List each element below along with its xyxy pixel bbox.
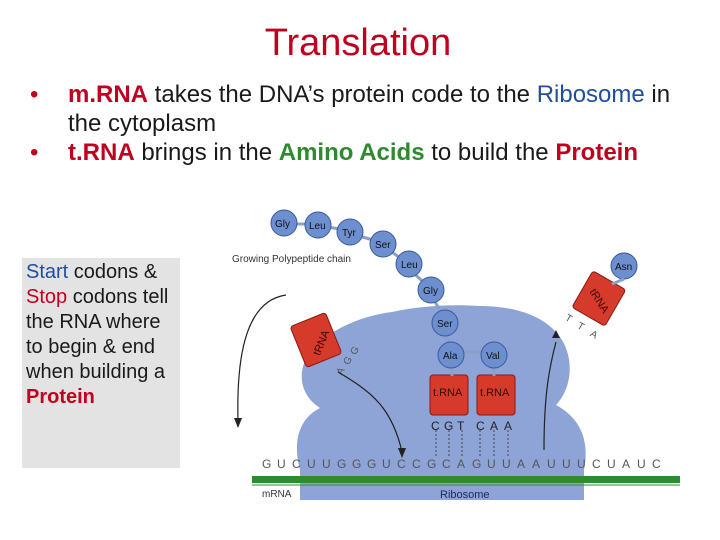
mrna-base: U [322,457,331,471]
mrna-base: G [367,457,376,471]
mrna-label: mRNA [262,489,292,500]
anticodon-base: C [476,419,485,433]
mrna-strand [252,476,680,483]
stop-word: Stop [26,286,68,308]
mrna-base: G [427,457,436,471]
amino-acid-label: Asn [615,262,632,273]
bullet-mrna: • m.RNA takes the DNA’s protein code to … [28,80,708,138]
mrna-base: C [412,457,421,471]
amino-acid-bead [480,341,508,369]
anticodon-base: G [444,419,453,433]
mrna-base: G [472,457,481,471]
mrna-base: U [562,457,571,471]
mrna-base: A [532,457,540,471]
trna-in-ribosome [429,374,469,416]
trna-in-ribosome [476,374,516,416]
chain-link [611,277,625,286]
amino-acid-label: Gly [275,219,290,230]
anticodon-base: A [504,419,512,433]
amino-acid-chain: Gly Leu Tyr Ser Leu Gly Ser Ala Val Asn [270,209,638,369]
bullet-dot: • [30,139,39,166]
trna-label: t.RNA [480,387,510,399]
term-trna: t.RNA [68,139,135,166]
movement-arrows [237,294,557,453]
amino-acid-bead [437,341,465,369]
term-ribosome: Ribosome [536,81,645,108]
anticodon-base: A [490,419,498,433]
note-part2: codons tell the RNA where to begin & end… [26,286,169,383]
arrow-head [234,418,242,428]
anticodon-base: C [431,419,440,433]
growing-chain-label: Growing Polypeptide chain [232,254,351,265]
amino-acid-bead [431,309,459,337]
mrna-base: U [637,457,646,471]
bullet-trna: • t.RNA brings in the Amino Acids to bui… [28,138,708,167]
amino-acid-bead [304,211,332,239]
mrna-base: U [277,457,286,471]
amino-acid-bead [395,250,423,278]
codon-note-box: Start codons & Stop codons tell the RNA … [22,258,180,468]
amino-acid-label: Val [486,351,500,362]
anticodon-base: A [588,329,600,342]
pairing-lines [435,430,509,458]
amino-acid-bead [336,218,364,246]
anticodon-row: C G T C A A [431,419,512,433]
amino-acid-label: Leu [309,221,326,232]
bullet1-text-a: takes the DNA’s protein code to the [148,81,537,108]
outgoing-trna [572,271,626,326]
mrna-base: G [352,457,361,471]
mrna-base: U [487,457,496,471]
mrna-base: G [337,457,346,471]
mrna-base: A [517,457,525,471]
amino-acid-label: Ser [375,240,391,251]
anticodon-right: T T A [563,313,600,342]
anticodon-base: T [563,313,574,326]
mrna-base: C [292,457,301,471]
amino-acid-bead [270,209,298,237]
mrna-base: U [607,457,616,471]
term-amino-acids: Amino Acids [278,139,425,166]
bullet2-text-a: brings in the [134,139,279,166]
incoming-trna [290,312,342,368]
mrna-base: U [307,457,316,471]
mrna-base: U [577,457,586,471]
anticodon-base: T [575,321,586,334]
mrna-base: C [442,457,451,471]
amino-acid-bead [417,276,445,304]
bullet1-text-b: in the cytoplasm [68,81,671,137]
slide-title: Translation [264,22,452,64]
mrna-base: A [457,457,465,471]
amino-acid-label: Ala [443,351,458,362]
arrow-head [398,448,406,458]
mrna-base: C [397,457,406,471]
bullet2-text-b: to build the [424,139,556,166]
mrna-base: C [592,457,601,471]
note-part1: codons & [68,261,158,283]
bullet-list: • m.RNA takes the DNA’s protein code to … [28,80,708,167]
mrna-base: U [547,457,556,471]
amino-acid-label: Leu [401,260,418,271]
mrna-base: G [262,457,271,471]
start-word: Start [26,261,69,283]
trna-label: t.RNA [433,387,463,399]
protein-word: Protein [26,386,95,408]
amino-acid-label: Tyr [342,228,357,239]
amino-acid-bead [369,230,397,258]
bullet-dot: • [30,81,39,108]
term-protein: Protein [555,139,638,166]
anticodon-base: A [335,365,348,377]
mrna-sequence: G U C U U G G G U C C G C A G U U A A U … [262,457,661,471]
ribosome-label: Ribosome [440,489,490,501]
amino-acid-label: Ser [437,319,453,330]
mrna-base: C [652,457,661,471]
mrna-base: U [382,457,391,471]
mrna-base: U [502,457,511,471]
mrna-base: A [622,457,630,471]
term-mrna: m.RNA [68,81,149,108]
anticodon-base: T [457,419,465,433]
arrow-head [552,330,560,338]
amino-acid-label: Gly [423,286,438,297]
